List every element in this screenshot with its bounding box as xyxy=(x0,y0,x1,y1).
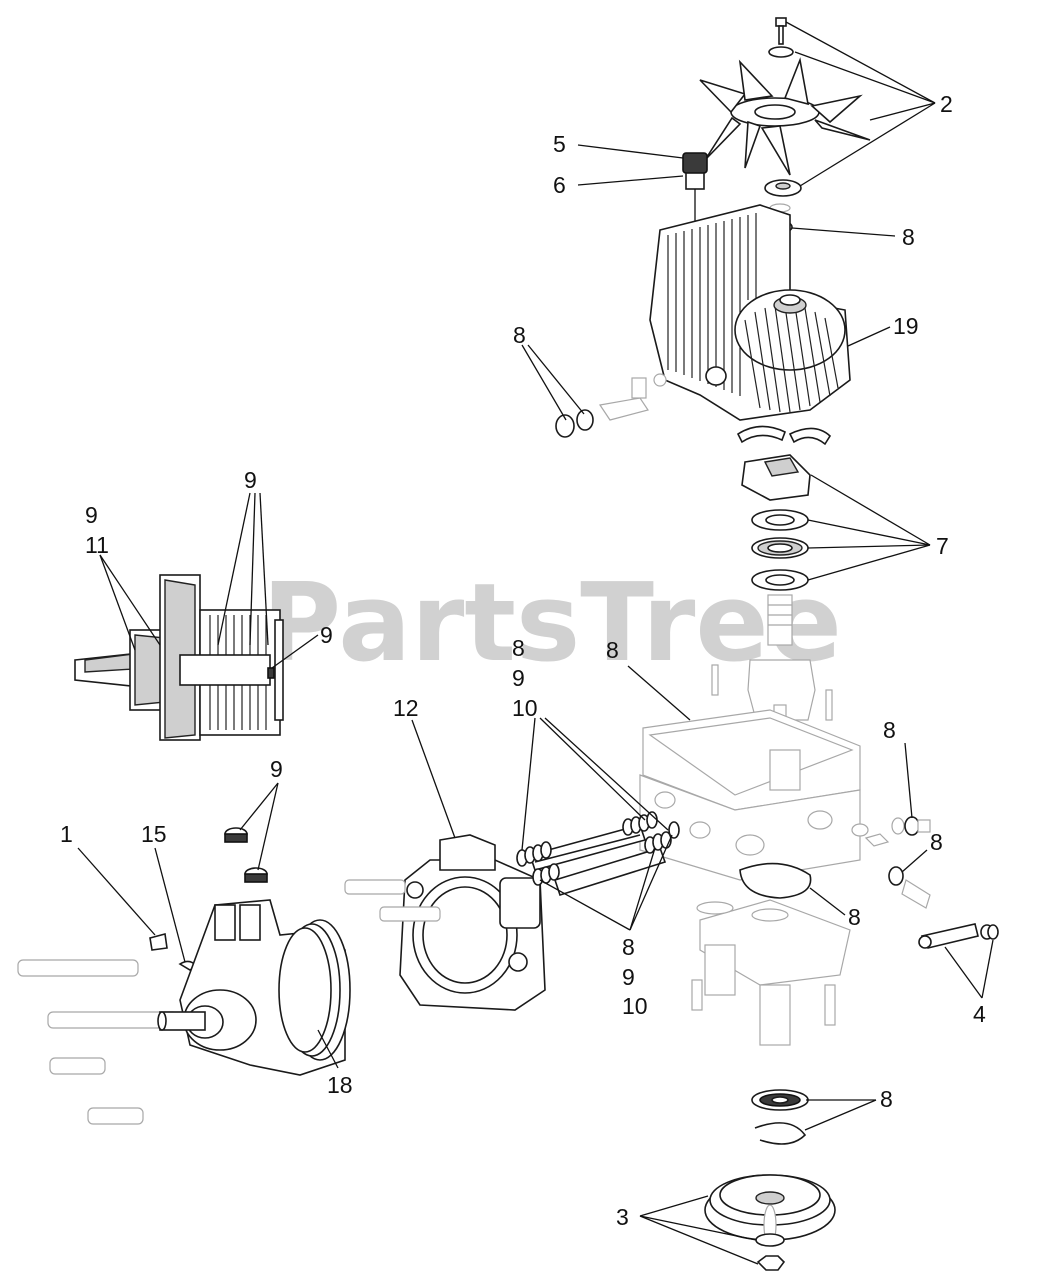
wheel-motor[interactable] xyxy=(157,899,351,1076)
callout-8-top: 8 xyxy=(902,224,915,250)
watermark: PartsTree xyxy=(262,561,842,686)
callout-8-bottom: 8 xyxy=(880,1086,893,1112)
callout-9-c: 9 xyxy=(320,622,333,648)
callout-4: 4 xyxy=(973,1001,986,1027)
callout-8-right: 8 xyxy=(883,717,896,743)
callout-10-low: 10 xyxy=(622,993,648,1019)
leader-lines xyxy=(77,21,994,1265)
callout-11: 11 xyxy=(85,532,109,558)
lower-housing[interactable] xyxy=(691,899,851,1046)
callout-18: 18 xyxy=(327,1072,353,1098)
key-parts[interactable] xyxy=(149,932,198,971)
callout-6: 6 xyxy=(553,172,566,198)
callout-9-plugs: 9 xyxy=(270,756,283,782)
callout-8-left: 8 xyxy=(513,322,526,348)
bearing-bottom[interactable] xyxy=(751,1089,809,1145)
callout-9-mid: 9 xyxy=(512,665,525,691)
callout-15: 15 xyxy=(141,821,167,847)
tubes-with-orings[interactable] xyxy=(516,811,680,896)
callout-8-oring: 8 xyxy=(930,829,943,855)
upper-housing[interactable] xyxy=(649,204,851,421)
callout-9-a: 9 xyxy=(85,502,98,528)
cross-section-view[interactable] xyxy=(74,574,284,741)
callout-8-ring: 8 xyxy=(848,904,861,930)
plugs[interactable] xyxy=(224,827,268,883)
pulley[interactable] xyxy=(704,1174,836,1271)
callout-1: 1 xyxy=(60,821,73,847)
callout-2: 2 xyxy=(940,91,953,117)
callout-7: 7 xyxy=(936,533,949,559)
callout-8-low: 8 xyxy=(622,934,635,960)
thrust-bearing-stack[interactable] xyxy=(736,425,832,591)
callout-10-mid: 10 xyxy=(512,695,538,721)
ghost-bolts-middle xyxy=(344,879,441,922)
pump-housing[interactable] xyxy=(399,834,546,1011)
callout-3: 3 xyxy=(616,1204,629,1230)
arm-right[interactable] xyxy=(918,923,999,949)
callout-19: 19 xyxy=(893,313,919,339)
ghost-bolts-left xyxy=(17,959,179,1125)
callout-5: 5 xyxy=(553,131,566,157)
fan-assembly[interactable] xyxy=(699,17,871,197)
center-section[interactable] xyxy=(639,709,869,881)
callout-9-low: 9 xyxy=(622,964,635,990)
lower-gasket-ring[interactable] xyxy=(739,862,812,899)
callout-8-mid: 8 xyxy=(512,635,525,661)
callout-12: 12 xyxy=(393,695,419,721)
callout-labels: 2 5 6 8 19 8 7 9 11 9 9 8 9 10 12 8 8 8 … xyxy=(60,91,986,1230)
input-shaft-cap[interactable] xyxy=(682,152,708,225)
callout-9-b: 9 xyxy=(244,467,257,493)
check-valves-right[interactable] xyxy=(864,816,931,909)
shift-lever-left[interactable] xyxy=(555,373,667,438)
callout-8-gasket: 8 xyxy=(606,637,619,663)
